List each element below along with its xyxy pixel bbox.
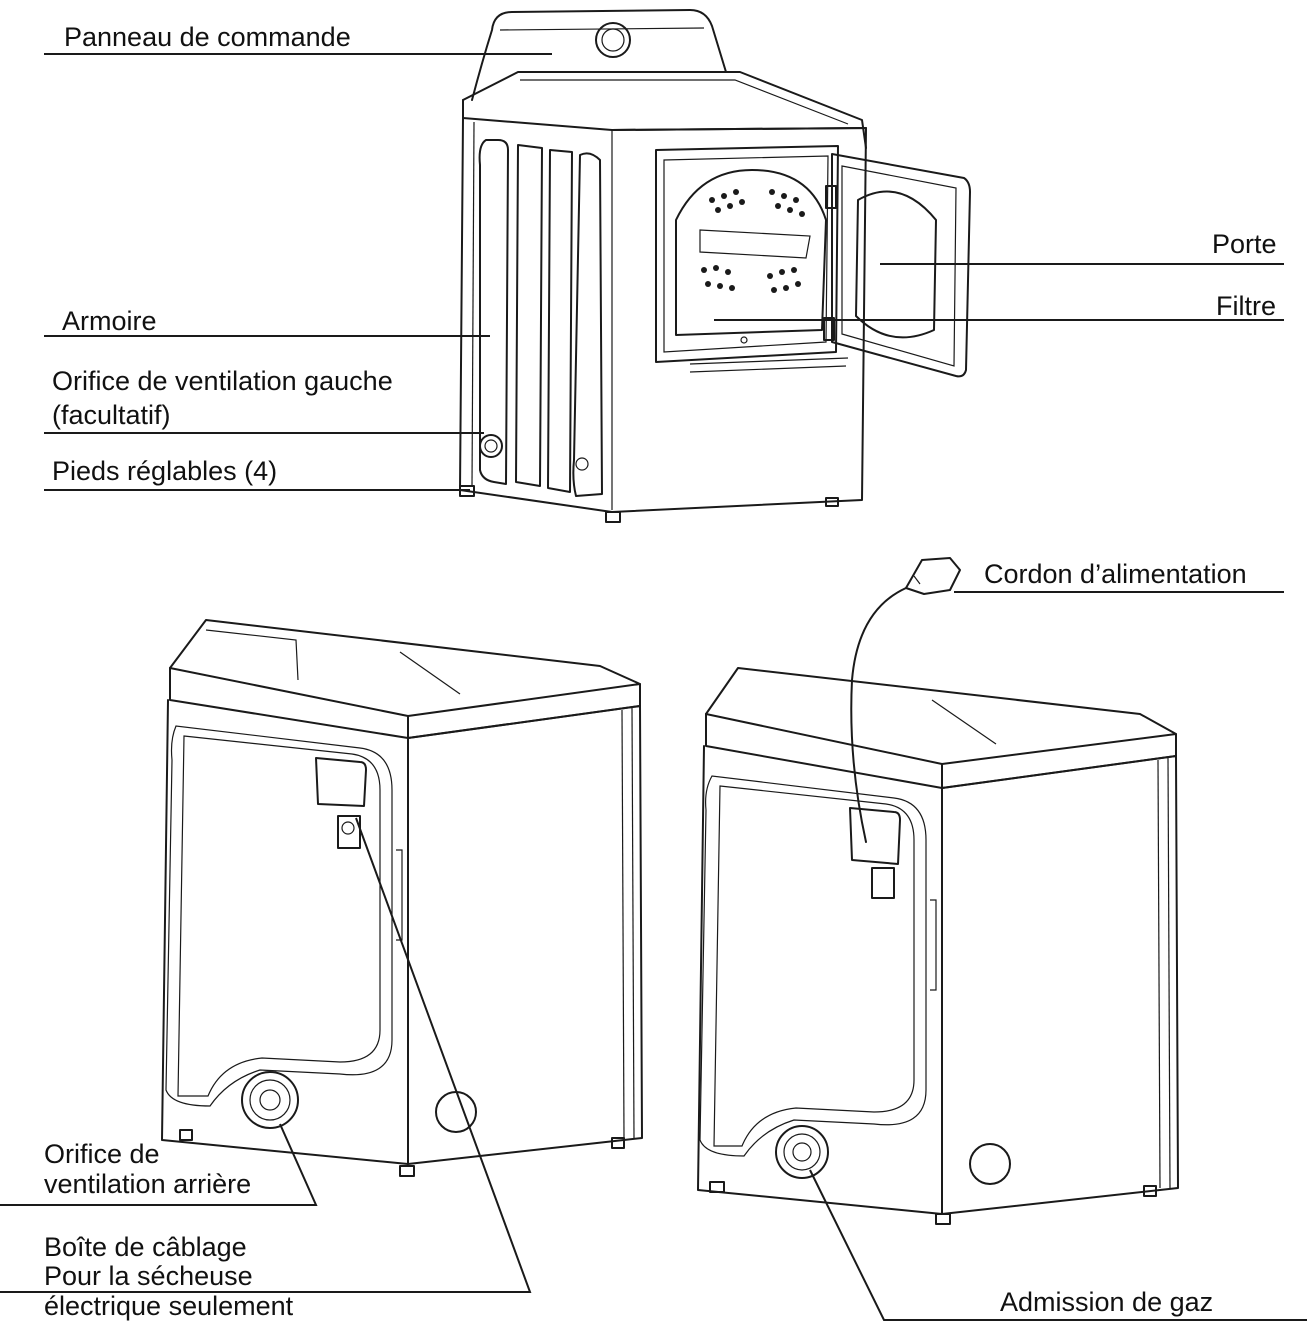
power-cord [850, 587, 907, 843]
label-leveling-legs: Pieds réglables (4) [52, 456, 278, 486]
leader-lines [0, 53, 1307, 1321]
label-control-panel: Panneau de commande [64, 22, 351, 52]
label-terminal-block-line1: Boîte de câblage [44, 1232, 247, 1262]
label-rear-vent-line2: ventilation arrière [44, 1169, 252, 1199]
door-panel [831, 153, 971, 378]
gas-inlet-leader [809, 1169, 1307, 1321]
power-plug [905, 557, 961, 595]
label-door: Porte [1212, 229, 1277, 259]
label-terminal-block-line3: électrique seulement [44, 1291, 294, 1321]
front-dryer-illustration [459, 9, 971, 523]
rear-vent-leader [0, 1123, 318, 1206]
label-left-vent-line2: (facultatif) [52, 400, 171, 430]
label-terminal-block-line2: Pour la sécheuse [44, 1261, 253, 1291]
rear-gas-dryer-illustration [697, 557, 1179, 1225]
rear-vent-port [241, 1071, 299, 1129]
terminal-block-leader [0, 817, 532, 1293]
label-gas-inlet: Admission de gaz [1000, 1287, 1214, 1317]
left-vent-port [479, 434, 503, 458]
label-cabinet: Armoire [62, 306, 157, 336]
label-left-vent-line1: Orifice de ventilation gauche [52, 366, 393, 396]
label-rear-vent-line1: Orifice de [44, 1139, 160, 1169]
rear-electric-dryer-illustration [161, 619, 643, 1177]
gas-inlet [775, 1125, 829, 1179]
terminal-block [315, 757, 367, 807]
drum-perforations [701, 189, 805, 293]
label-lint-filter: Filtre [1216, 291, 1276, 321]
label-power-cord: Cordon d’alimentation [984, 559, 1247, 589]
control-knob [595, 22, 631, 58]
